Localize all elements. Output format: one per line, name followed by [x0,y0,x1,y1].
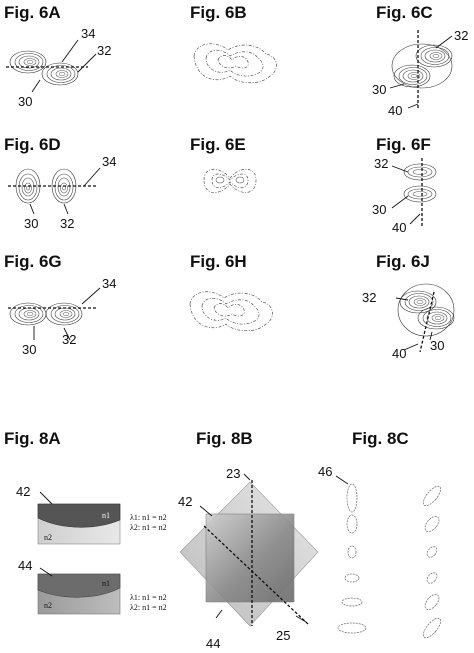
fig-6j-plot: 32 30 40 [362,283,455,361]
fig-6b-title: Fig. 6B [190,3,247,22]
fig-6e-title: Fig. 6E [190,135,246,154]
fig-6g-title: Fig. 6G [4,252,62,271]
fig-8a-bot-lambda2: λ2: n1 = n2 [130,603,167,612]
fig-6f-ref-30: 30 [372,202,386,217]
fig-8b-ref-25: 25 [276,628,290,643]
fig-6j-ref-32: 32 [362,290,376,305]
fig-6d-plot: 34 30 32 [8,154,116,231]
fig-6b-plot [193,43,277,84]
fig-6c-title: Fig. 6C [376,3,433,22]
fig-6d-ref-34: 34 [102,154,116,169]
fig-6g-ref-32: 32 [62,332,76,347]
fig-6g-ref-34: 34 [102,276,116,291]
fig-6j-ref-30: 30 [430,338,444,353]
fig-8a-bot-n2: n2 [44,601,52,610]
fig-8b-ref-23: 23 [226,466,240,481]
fig-8a-bottom-block: 44 n1 n2 λ1: n1 = n2 λ2: n1 = n2 [18,558,167,615]
fig-8b-ref-42: 42 [178,494,192,509]
fig-8c-ref-46: 46 [318,464,332,479]
fig-6d-title: Fig. 6D [4,135,61,154]
fig-6e-plot [203,168,257,193]
fig-8a-title: Fig. 8A [4,429,61,448]
fig-8a-top-n2: n2 [44,533,52,542]
fig-8c-plot: 46 [318,464,441,639]
fig-6h-title: Fig. 6H [190,252,247,271]
fig-6c-ref-30: 30 [372,82,386,97]
fig-6j-ref-40: 40 [392,346,406,361]
fig-6h-plot [189,291,273,332]
fig-8a-top-n1: n1 [102,511,110,520]
fig-6f-ref-40: 40 [392,220,406,235]
fig-8c-title: Fig. 8C [352,429,409,448]
fig-6g-plot: 34 30 32 [8,276,116,357]
fig-8a-top-lambda2: λ2: n1 = n2 [130,523,167,532]
fig-8a-bot-lambda1: λ1: n1 = n2 [130,593,167,602]
fig-8b-ref-44: 44 [206,636,220,651]
fig-6d-ref-30: 30 [24,216,38,231]
fig-6f-title: Fig. 6F [376,135,431,154]
fig-6c-ref-40: 40 [388,103,402,118]
fig-6c-plot: 32 30 40 [372,28,468,118]
fig-6g-ref-30: 30 [22,342,36,357]
fig-8a-bot-n1: n1 [102,579,110,588]
fig-8b-plot: 23 42 44 25 [178,466,319,651]
fig-8a-ref-44: 44 [18,558,32,573]
fig-8a-ref-42: 42 [16,484,30,499]
fig-6f-plot: 32 30 40 [372,156,437,235]
fig-6f-ref-32: 32 [374,156,388,171]
fig-6a-title: Fig. 6A [4,3,61,22]
fig-8a-top-lambda1: λ1: n1 = n2 [130,513,167,522]
fig-6a-ref-32: 32 [97,43,111,58]
fig-6a-ref-34: 34 [81,26,95,41]
fig-8b-title: Fig. 8B [196,429,253,448]
fig-6j-title: Fig. 6J [376,252,430,271]
fig-8a-top-block: 42 n1 n2 λ1: n1 = n2 λ2: n1 = n2 [16,484,167,545]
fig-6d-ref-32: 32 [60,216,74,231]
fig-6c-ref-32: 32 [454,28,468,43]
fig-6a-ref-30: 30 [18,94,32,109]
fig-6a-plot: 34 32 30 [6,26,111,109]
